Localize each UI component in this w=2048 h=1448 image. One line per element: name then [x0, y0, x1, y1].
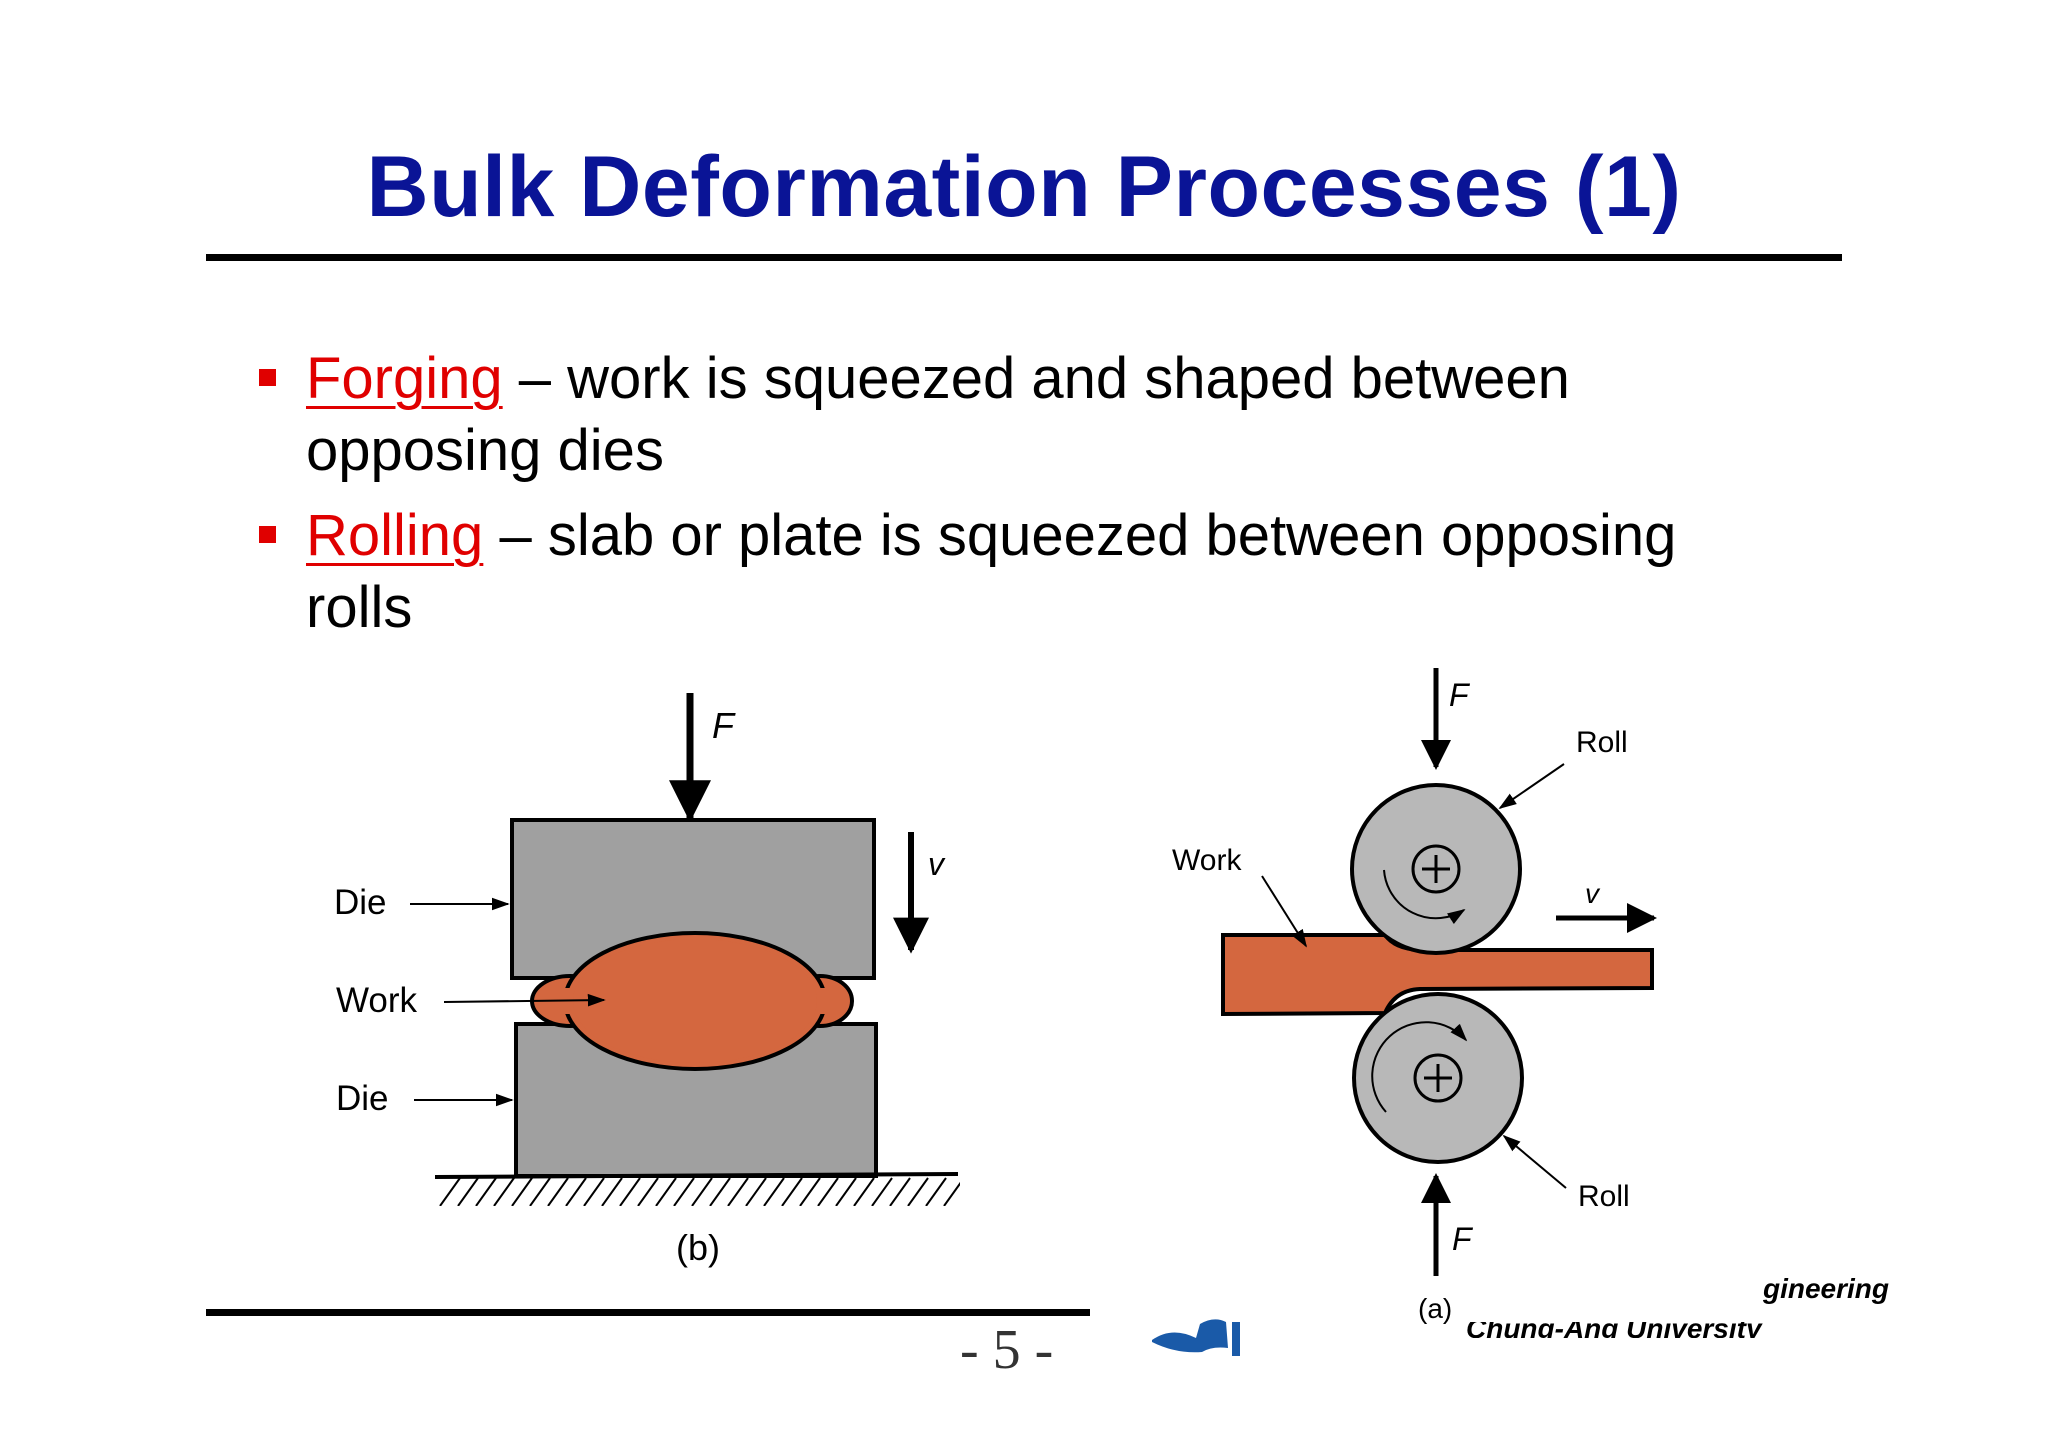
rolling-figure: F Work Roll v Roll F (a) — [1172, 668, 1657, 1324]
footer-university: Chung-Ang University — [1466, 1313, 1763, 1344]
work-label: Work — [336, 981, 418, 1020]
slide-title: Bulk Deformation Processes (1) — [366, 139, 1682, 235]
roll-top — [1350, 783, 1522, 955]
bullet-rolling-line1: Rolling – slab or plate is squeezed betw… — [306, 500, 1786, 572]
footer-rule — [206, 1309, 1090, 1316]
force-bottom-label: F — [1452, 1221, 1474, 1257]
roll-bottom — [1352, 992, 1524, 1164]
term-rolling[interactable]: Rolling — [306, 503, 484, 568]
die-bottom-label: Die — [336, 1079, 389, 1118]
figure-caption-b: (b) — [676, 1227, 720, 1268]
bullet-marker — [259, 526, 276, 543]
work-arrow — [443, 993, 606, 1007]
workpiece — [530, 931, 854, 1071]
bullet-marker — [259, 369, 276, 386]
roll-top-arrow — [1498, 763, 1565, 810]
forging-figure: F v Die Work Die — [334, 693, 960, 1268]
term-forging[interactable]: Forging — [306, 346, 503, 411]
footer-logo — [1152, 1319, 1240, 1356]
rotation-arrow-bottom — [1371, 1021, 1468, 1113]
bullet-forging-line2: opposing dies — [306, 418, 664, 483]
bullet-rolling: Rolling – slab or plate is squeezed betw… — [306, 500, 1786, 644]
work-label: Work — [1172, 844, 1242, 877]
figure-caption-a: (a) — [1418, 1293, 1452, 1324]
work-arrow — [1261, 875, 1307, 948]
roll-bottom-arrow — [1502, 1134, 1567, 1189]
velocity-label: v — [928, 846, 946, 882]
bullet-forging: Forging – work is squeezed and shaped be… — [306, 343, 1786, 487]
bullet-forging-text: – work is squeezed and shaped between — [502, 346, 1570, 411]
die-top-label: Die — [334, 883, 387, 922]
velocity-label: v — [1585, 878, 1601, 909]
rotation-arrow-top — [1383, 869, 1466, 925]
bullet-forging-line1: Forging – work is squeezed and shaped be… — [306, 343, 1786, 415]
footer-dept: gineering — [1762, 1273, 1889, 1304]
force-label: F — [712, 705, 736, 746]
bullet-rolling-text: – slab or plate is squeezed between oppo… — [483, 503, 1677, 568]
page-number: - 5 - — [960, 1319, 1054, 1381]
roll-bottom-label: Roll — [1578, 1180, 1630, 1213]
title-underline — [206, 254, 1842, 261]
bullet-rolling-line2: rolls — [306, 575, 413, 640]
ground-hatch — [434, 1172, 960, 1206]
force-top-label: F — [1449, 677, 1471, 713]
roll-top-label: Roll — [1576, 726, 1628, 759]
